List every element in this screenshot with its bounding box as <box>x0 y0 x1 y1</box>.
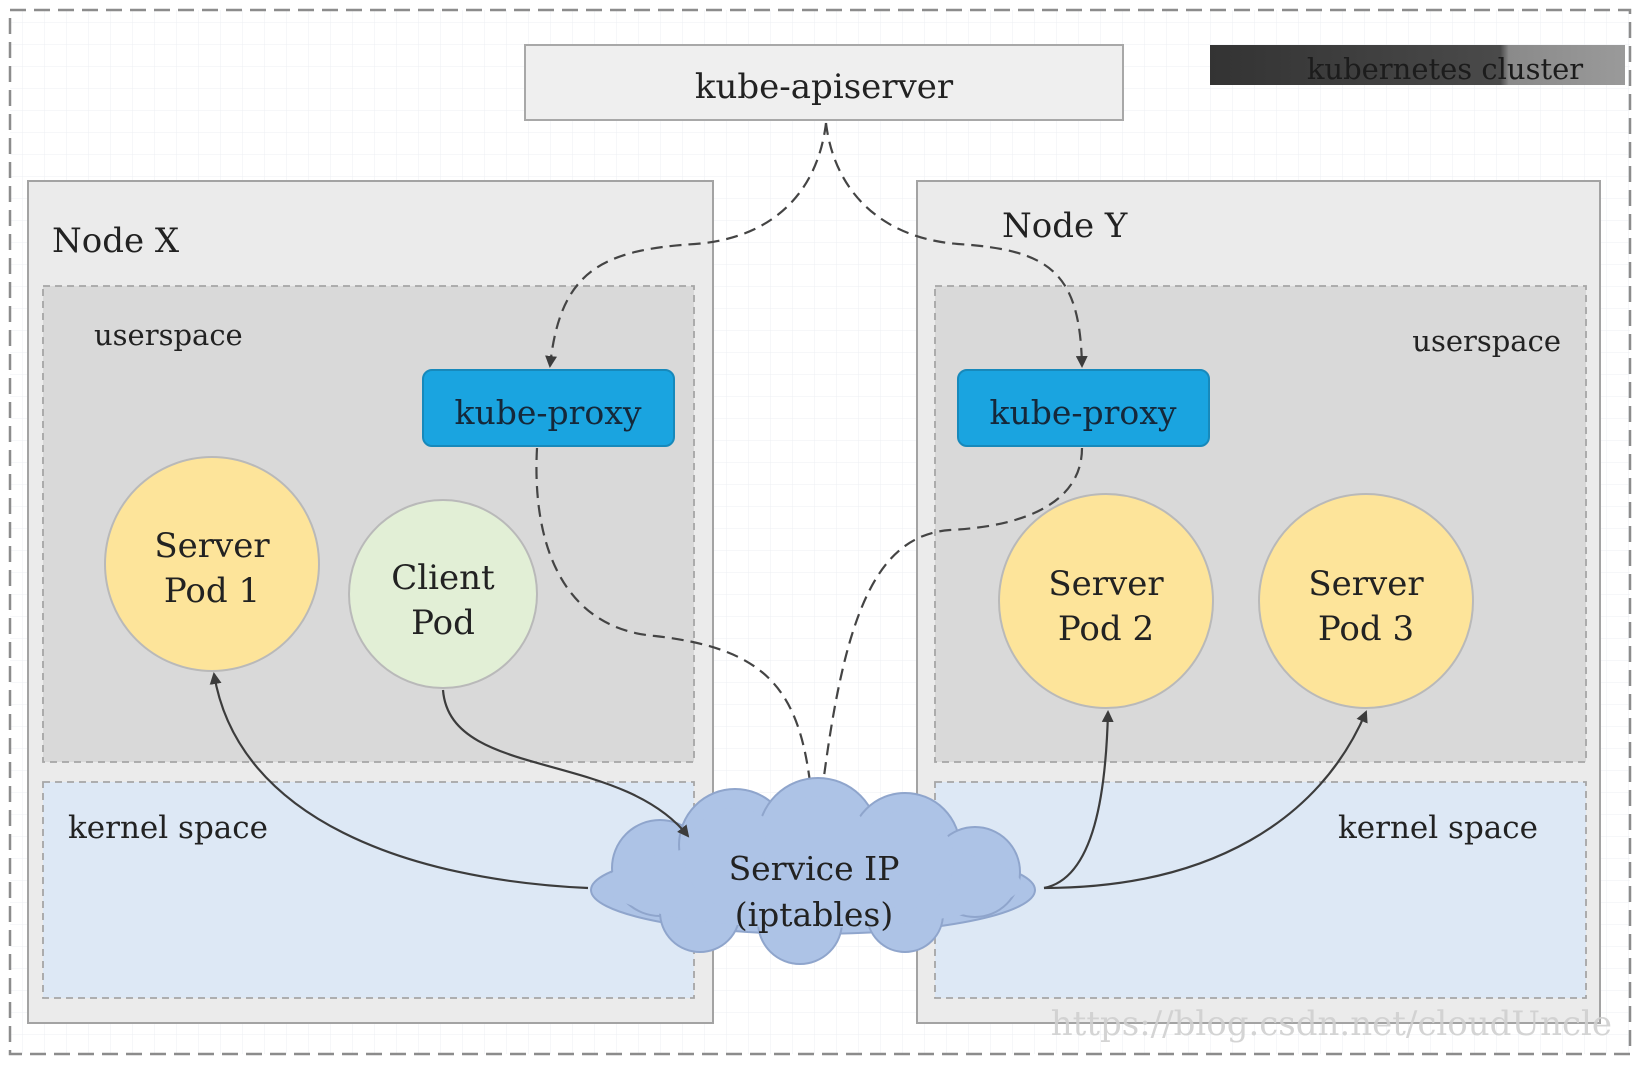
node-x-userspace-label: userspace <box>94 318 243 352</box>
kube-apiserver-label: kube-apiserver <box>695 67 954 107</box>
server-pod-1-line2: Pod 1 <box>164 571 260 611</box>
server-pod-1-line1: Server <box>154 526 270 566</box>
node-x-kernel-space <box>42 781 695 999</box>
node-x-kube-proxy-label: kube-proxy <box>454 393 641 432</box>
node-y-kube-proxy-label: kube-proxy <box>989 393 1176 432</box>
server-pod-2-line2: Pod 2 <box>1058 609 1154 649</box>
apiserver-to-proxy-x-arrow <box>545 122 828 368</box>
apiserver-to-proxy-y-arrow <box>824 122 1088 368</box>
server-pod-1 <box>104 456 320 672</box>
cluster-border <box>8 8 1632 1056</box>
service-to-server-pod-2-arrow <box>1043 710 1114 890</box>
client-pod <box>348 499 538 689</box>
service-ip-cloud <box>590 777 1036 965</box>
watermark: https://blog.csdn.net/cloudUncle <box>1051 1004 1612 1044</box>
cluster-label: kubernetes cluster <box>1307 52 1583 86</box>
proxy-y-to-service-arrow <box>816 447 1084 827</box>
node-y-kernel-space <box>934 781 1587 999</box>
server-pod-3-line1: Server <box>1308 564 1424 604</box>
server-pod-2 <box>998 493 1214 709</box>
node-x-title: Node X <box>52 221 180 261</box>
client-pod-line2: Pod <box>411 603 475 643</box>
client-pod-to-service-arrow <box>441 689 690 838</box>
kube-apiserver-box <box>524 44 1124 121</box>
server-pod-2-line1: Server <box>1048 564 1164 604</box>
service-ip-line2: (iptables) <box>735 895 894 934</box>
node-y-kernel-label: kernel space <box>1338 810 1538 846</box>
cluster-label-bar <box>1210 45 1625 85</box>
proxy-x-to-service-arrow <box>535 447 820 828</box>
client-pod-line1: Client <box>391 558 495 598</box>
service-to-server-pod-1-arrow <box>209 672 589 890</box>
node-y-kube-proxy-box <box>957 369 1210 447</box>
node-x-kernel-label: kernel space <box>68 810 268 846</box>
server-pod-3-line2: Pod 3 <box>1318 609 1414 649</box>
node-x-kube-proxy-box <box>422 369 675 447</box>
server-pod-3 <box>1258 493 1474 709</box>
service-ip-line1: Service IP <box>729 849 900 888</box>
node-y-title: Node Y <box>1002 206 1128 246</box>
service-to-server-pod-3-arrow <box>1043 710 1368 890</box>
node-y-userspace-label: userspace <box>1412 324 1561 358</box>
